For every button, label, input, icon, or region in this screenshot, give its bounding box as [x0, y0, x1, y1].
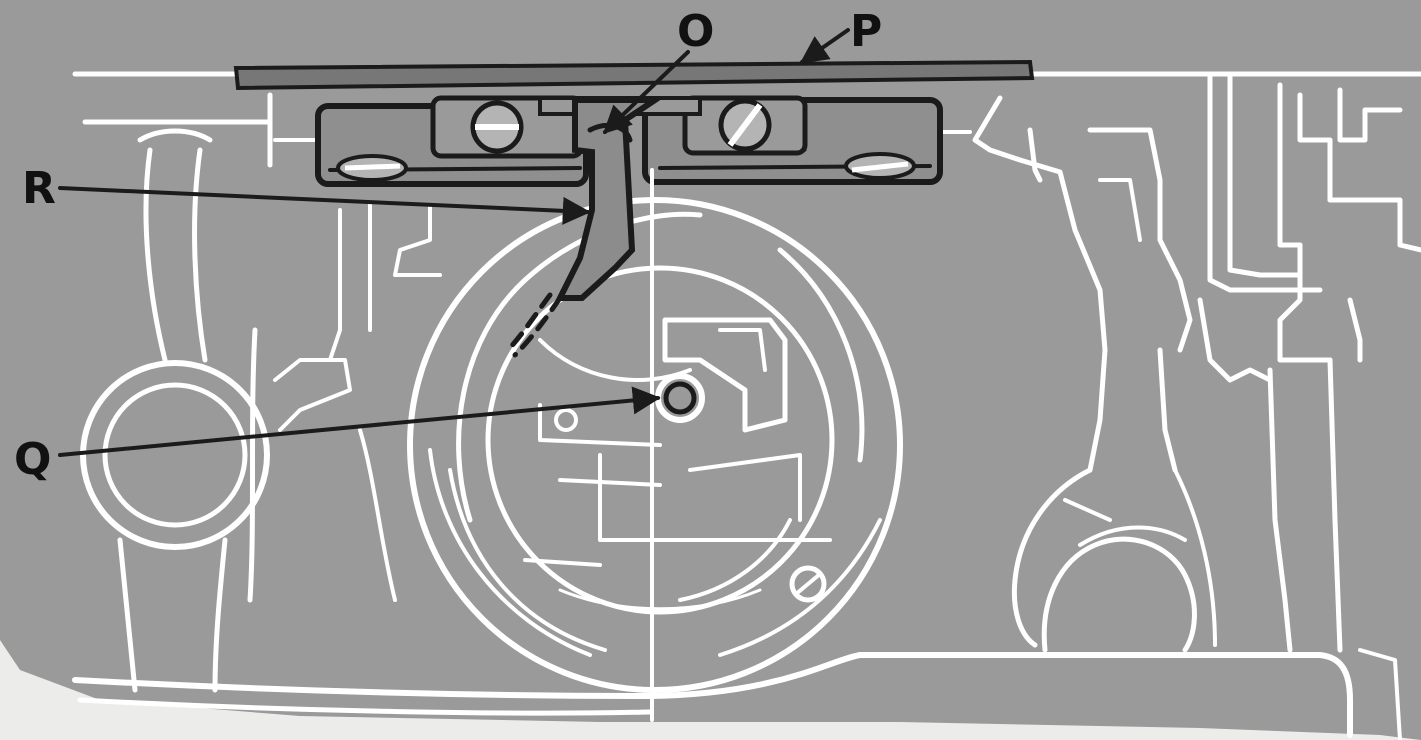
arrow-r	[58, 186, 591, 225]
screw-head-1	[470, 100, 524, 154]
callout-arrows	[58, 28, 850, 457]
arrow-q	[58, 386, 661, 457]
bobbin-case-latch	[538, 317, 832, 542]
arrow-p	[799, 28, 850, 64]
arrow-o	[602, 50, 690, 134]
label-r: R	[22, 163, 56, 214]
screw-head-4	[844, 152, 916, 180]
center-post	[655, 373, 705, 423]
label-o: O	[677, 6, 714, 57]
bed-plate	[72, 648, 1402, 740]
left-pillar	[80, 128, 352, 693]
screw-head-3	[336, 154, 408, 182]
right-frame	[972, 71, 1421, 653]
right-lower-bracket	[1011, 467, 1217, 653]
top-rail	[72, 59, 1421, 91]
bottom-screw	[789, 565, 827, 603]
frame-left-lines	[82, 92, 442, 602]
label-q: Q	[14, 434, 51, 485]
screw-head-2	[718, 98, 772, 152]
label-p: P	[850, 6, 882, 57]
rotary-hook	[407, 197, 903, 693]
